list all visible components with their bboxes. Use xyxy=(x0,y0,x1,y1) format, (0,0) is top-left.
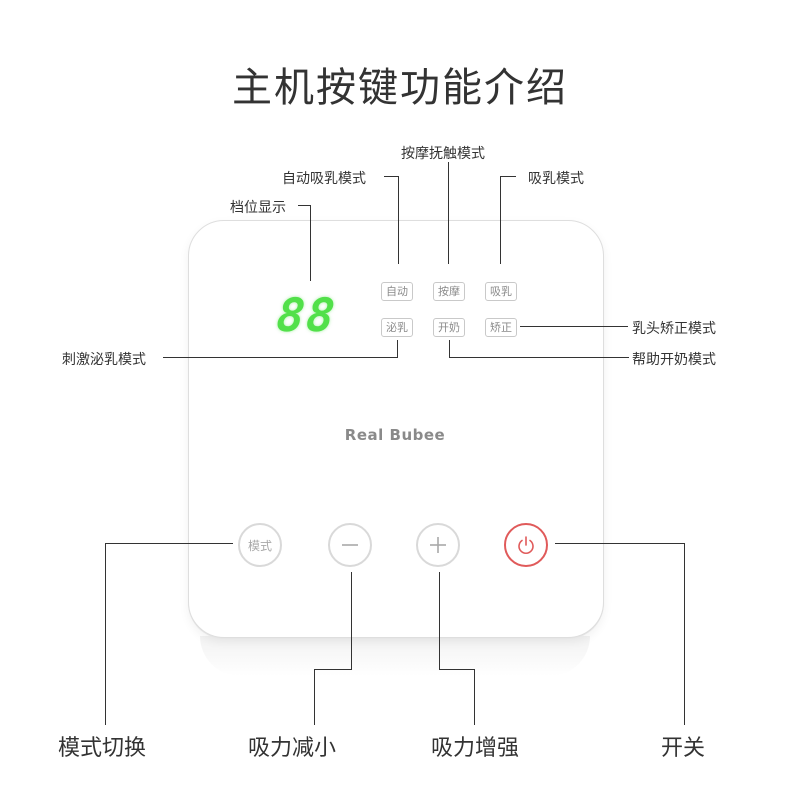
leader-plus-v1 xyxy=(439,572,440,670)
leader-plus-v2 xyxy=(474,669,475,725)
leader-open-milk-v xyxy=(449,340,450,358)
mode-badge-stimulate: 泌乳 xyxy=(381,318,413,337)
leader-massage-v xyxy=(448,162,449,264)
plus-button[interactable] xyxy=(416,523,460,567)
leader-minus-h xyxy=(314,669,352,670)
mode-button-label: 模式 xyxy=(247,538,272,553)
mode-badge-massage: 按摩 xyxy=(433,282,465,301)
minus-button[interactable] xyxy=(328,523,372,567)
leader-suck-h xyxy=(500,176,516,177)
leader-minus-v1 xyxy=(351,572,352,670)
mode-badge-open-milk: 开奶 xyxy=(433,318,465,337)
leader-auto-h xyxy=(384,176,399,177)
callout-suck: 吸乳模式 xyxy=(528,171,584,187)
leader-auto-v xyxy=(398,176,399,264)
callout-massage: 按摩抚触模式 xyxy=(401,146,485,162)
leader-power-h xyxy=(555,543,685,544)
callout-power: 开关 xyxy=(661,736,706,761)
minus-icon xyxy=(342,544,358,546)
leader-open-milk-h xyxy=(449,357,629,358)
leader-stimulate-h xyxy=(163,357,398,358)
leader-minus-v2 xyxy=(314,669,315,725)
callout-open-milk: 帮助开奶模式 xyxy=(632,352,716,368)
page-title: 主机按键功能介绍 xyxy=(232,65,568,111)
callout-suction-up: 吸力增强 xyxy=(431,736,520,761)
leader-stimulate-v xyxy=(397,340,398,358)
plus-icon xyxy=(430,537,446,553)
leader-mode-h xyxy=(105,543,233,544)
leader-level-v xyxy=(310,205,311,281)
mode-button[interactable]: 模式 xyxy=(238,523,282,567)
leader-suck-v xyxy=(500,176,501,264)
callout-suction-down: 吸力减小 xyxy=(248,736,337,761)
leader-power-v xyxy=(684,543,685,725)
leader-plus-h xyxy=(439,669,475,670)
callout-level-display: 档位显示 xyxy=(230,200,286,216)
callout-nipple-correct: 乳头矫正模式 xyxy=(632,321,716,337)
power-button[interactable] xyxy=(504,523,548,567)
mode-badge-correct: 矫正 xyxy=(485,318,517,337)
brand-logo: Real Bubee xyxy=(344,426,446,444)
level-display: 88 xyxy=(274,288,340,342)
callout-mode-switch: 模式切换 xyxy=(58,736,147,761)
mode-badge-auto: 自动 xyxy=(381,282,413,301)
callout-auto-suck: 自动吸乳模式 xyxy=(282,171,366,187)
leader-level-h xyxy=(298,205,310,206)
power-icon xyxy=(518,536,534,554)
panel-shadow xyxy=(200,636,590,676)
leader-correct-h xyxy=(520,326,628,327)
leader-mode-v xyxy=(105,543,106,725)
mode-badge-suck: 吸乳 xyxy=(485,282,517,301)
callout-stimulate: 刺激泌乳模式 xyxy=(62,352,146,368)
